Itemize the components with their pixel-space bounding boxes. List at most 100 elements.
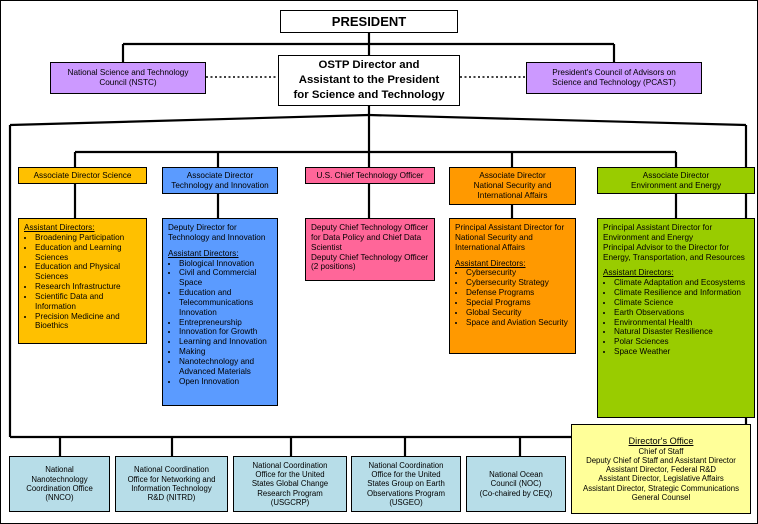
list-item: Earth Observations: [614, 308, 749, 318]
ad-tech-body: Deputy Director for Technology and Innov…: [162, 218, 278, 406]
list-item: Learning and Innovation: [179, 337, 272, 347]
president-box: PRESIDENT: [280, 10, 458, 33]
ad-tech-header: Associate Director Technology and Innova…: [162, 167, 278, 194]
list-item: Cybersecurity Strategy: [466, 278, 570, 288]
list-item: Climate Resilience and Information: [614, 288, 749, 298]
list-item: Polar Sciences: [614, 337, 749, 347]
ad-energy-body: Principal Assistant Director for Environ…: [597, 218, 755, 418]
ad-tech-title-1: Associate Director: [186, 170, 254, 180]
nnco-line: Nanotechnology: [31, 474, 88, 484]
pcast-box: President's Council of Advisors on Scien…: [526, 62, 702, 94]
list-item: Special Programs: [466, 298, 570, 308]
usgcrp-line: Office for the United: [255, 469, 325, 479]
ad-energy-principal-2: Principal Advisor to the Director for En…: [603, 242, 745, 262]
ad-tech-deputy-2: Technology and Innovation: [168, 232, 266, 242]
nnco-box: National Nanotechnology Coordination Off…: [9, 456, 110, 512]
ad-energy-title-1: Associate Director: [642, 170, 710, 180]
directors-office-line: General Counsel: [631, 492, 691, 502]
ad-energy-title-2: Environment and Energy: [630, 180, 722, 190]
usgeo-line: (USGEO): [389, 498, 423, 508]
ad-nsia-title-3: International Affairs: [477, 190, 548, 200]
nstc-box: National Science and Technology Council …: [50, 62, 206, 94]
ad-energy-header: Associate Director Environment and Energ…: [597, 167, 755, 194]
list-item: Education and Telecommunications Innovat…: [179, 288, 272, 318]
usgeo-line: Observations Program: [367, 488, 445, 498]
pcast-line-2: Science and Technology (PCAST): [552, 78, 676, 87]
ad-nsia-title-2: National Security and: [473, 181, 552, 191]
cto-deputy-2: Deputy Chief Technology Officer (2 posit…: [311, 252, 429, 272]
list-item: Civil and Commercial Space: [179, 268, 272, 288]
list-item: Education and Physical Sciences: [35, 262, 141, 282]
list-item: Open Innovation: [179, 377, 272, 387]
noc-line: Council (NOC): [490, 479, 542, 489]
nitrd-line: R&D (NITRD): [147, 493, 196, 503]
list-item: Scientific Data and Information: [35, 292, 141, 312]
nnco-line: Coordination Office: [26, 484, 93, 493]
nnco-line: (NNCO): [45, 493, 74, 503]
nnco-line: National: [45, 465, 74, 475]
nitrd-line: Office for Networking and: [127, 474, 216, 484]
usgeo-line: National Coordination: [368, 460, 444, 470]
ad-energy-list: Climate Adaptation and Ecosystems Climat…: [603, 278, 749, 357]
list-item: Broadening Participation: [35, 233, 141, 243]
list-item: Nanotechnology and Advanced Materials: [179, 357, 272, 377]
ad-nsia-principal: Principal Assistant Director for Nationa…: [455, 223, 565, 252]
usgcrp-line: National Coordination: [252, 460, 328, 470]
cto-header: U.S. Chief Technology Officer: [305, 167, 435, 184]
usgcrp-line: (USGCRP): [270, 498, 310, 508]
ad-nsia-body: Principal Assistant Director for Nationa…: [449, 218, 576, 354]
ad-tech-deputy-1: Deputy Director for: [168, 223, 237, 232]
list-item: Precision Medicine and Bioethics: [35, 312, 141, 332]
usgcrp-line: Research Program: [257, 488, 323, 498]
noc-line: National Ocean: [489, 469, 543, 479]
directors-office-line: Chief of Staff: [638, 446, 684, 456]
ad-science-title: Associate Director Science: [33, 170, 132, 180]
ostp-line-3: for Science and Technology: [293, 88, 445, 101]
usgeo-box: National Coordination Office for the Uni…: [351, 456, 461, 512]
list-item: Cybersecurity: [466, 268, 570, 278]
ostp-line-1: OSTP Director and: [318, 59, 420, 72]
nitrd-box: National Coordination Office for Network…: [115, 456, 228, 512]
ad-tech-title-2: Technology and Innovation: [171, 180, 269, 190]
ostp-line-2: Assistant to the President: [298, 74, 440, 87]
ad-science-list: Broadening Participation Education and L…: [24, 233, 141, 331]
ad-science-subheader: Assistant Directors:: [24, 223, 95, 232]
list-item: Making: [179, 347, 272, 357]
ad-nsia-list: Cybersecurity Cybersecurity Strategy Def…: [455, 268, 570, 327]
list-item: Education and Learning Sciences: [35, 243, 141, 263]
cto-body: Deputy Chief Technology Officer for Data…: [305, 218, 435, 281]
nitrd-line: Information Technology: [131, 484, 212, 493]
noc-line: (Co-chaired by CEQ): [479, 488, 553, 498]
president-label: PRESIDENT: [331, 13, 407, 29]
ad-energy-subheader: Assistant Directors:: [603, 268, 674, 278]
ad-nsia-header: Associate Director National Security and…: [449, 167, 576, 205]
list-item: Innovation for Growth: [179, 327, 272, 337]
directors-office-title: Director's Office: [628, 436, 694, 446]
list-item: Space Weather: [614, 347, 749, 357]
list-item: Climate Adaptation and Ecosystems: [614, 278, 749, 288]
directors-office-line: Assistant Director, Federal R&D: [605, 465, 717, 475]
list-item: Climate Science: [614, 298, 749, 308]
ad-tech-subheader: Assistant Directors:: [168, 248, 239, 258]
usgeo-line: Office for the United: [371, 469, 441, 479]
cto-title: U.S. Chief Technology Officer: [316, 170, 424, 180]
list-item: Biological Innovation: [179, 259, 272, 269]
ostp-director-box: OSTP Director and Assistant to the Presi…: [278, 55, 460, 106]
ad-nsia-title-1: Associate Director: [479, 171, 546, 181]
directors-office-line: Assistant Director, Strategic Communicat…: [583, 483, 739, 493]
usgeo-line: States Group on Earth: [367, 479, 445, 489]
directors-office-line: Deputy Chief of Staff and Assistant Dire…: [586, 456, 736, 466]
list-item: Global Security: [466, 308, 570, 318]
ad-energy-principal-1: Principal Assistant Director for Environ…: [603, 223, 713, 242]
list-item: Natural Disaster Resilience: [614, 327, 749, 337]
ad-nsia-subheader: Assistant Directors:: [455, 258, 526, 268]
noc-box: National Ocean Council (NOC) (Co-chaired…: [466, 456, 566, 512]
nitrd-line: National Coordination: [134, 465, 209, 475]
ad-science-header: Associate Director Science: [18, 167, 147, 184]
directors-office-box: Director's Office Chief of Staff Deputy …: [571, 424, 751, 514]
ad-science-body: Assistant Directors: Broadening Particip…: [18, 218, 147, 344]
directors-office-line: Assistant Director, Legislative Affairs: [598, 474, 724, 484]
cto-deputy-1: Deputy Chief Technology Officer for Data…: [311, 223, 429, 252]
pcast-line-1: President's Council of Advisors on: [552, 68, 676, 78]
list-item: Defense Programs: [466, 288, 570, 298]
